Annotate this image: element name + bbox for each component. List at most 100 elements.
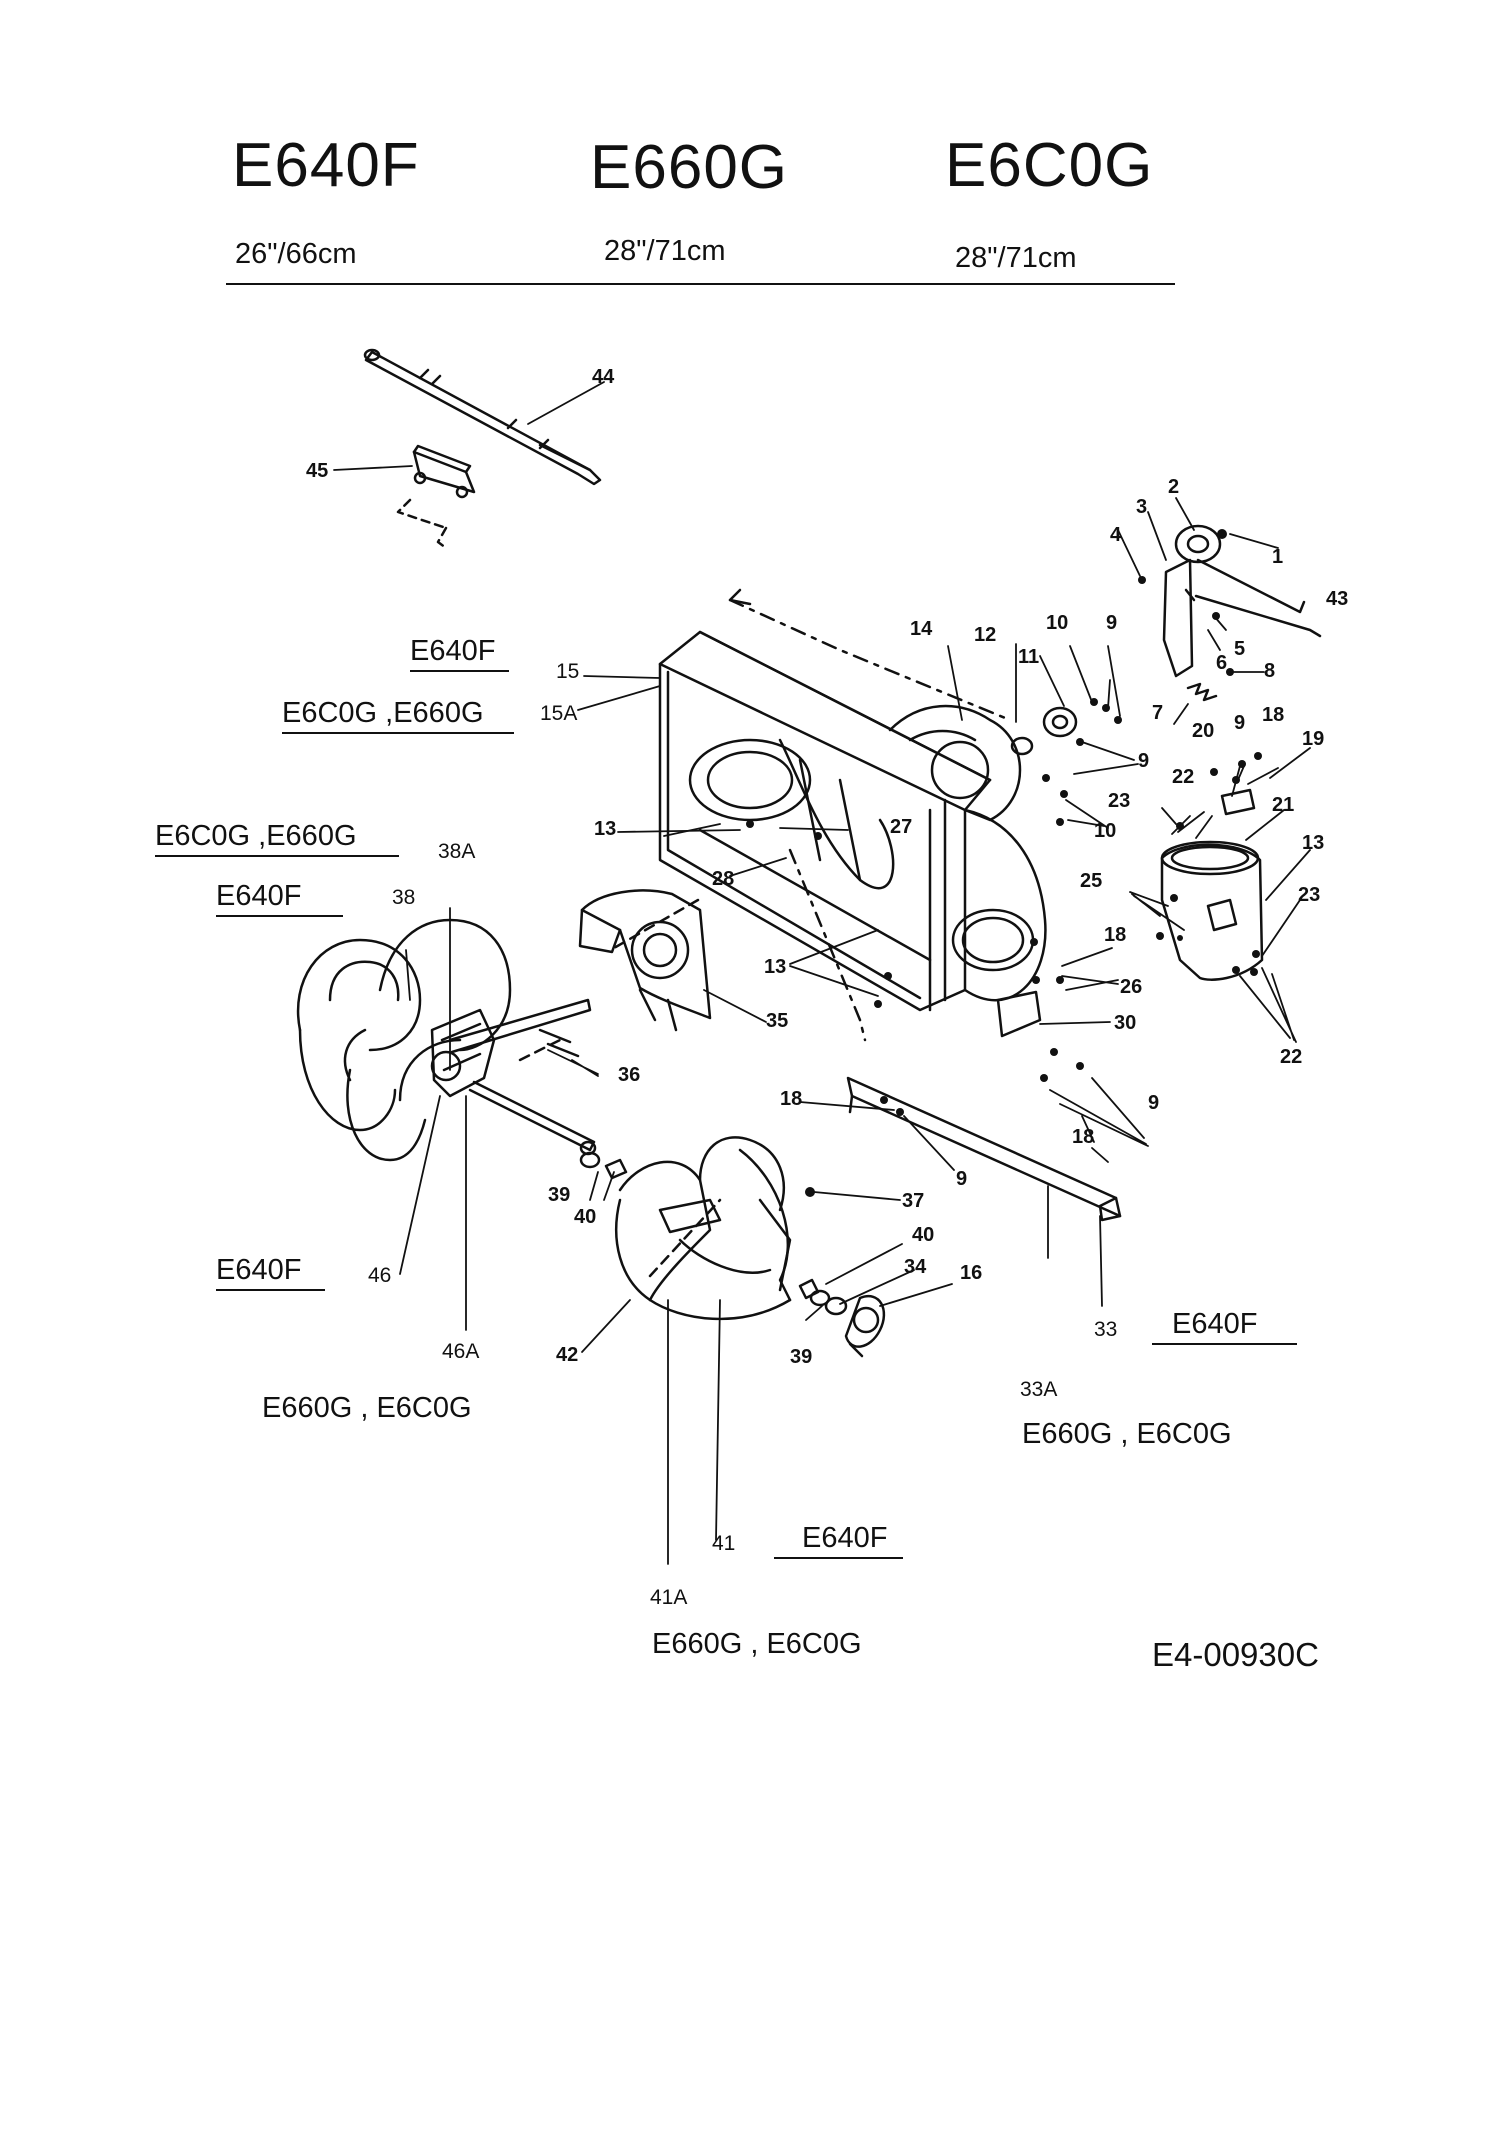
callout-14: 14 — [910, 618, 933, 640]
callout-15a: 15A — [540, 702, 578, 725]
callout-13-lower: 13 — [764, 956, 787, 978]
callout-38: 38 — [392, 886, 416, 909]
callout-20: 20 — [1192, 720, 1215, 742]
label-e640f-part-33: E640F — [1152, 1308, 1298, 1345]
callout-9-top: 9 — [1106, 612, 1118, 634]
auger-spiral-part-41 — [615, 1136, 792, 1321]
bracket-part-45 — [396, 444, 476, 550]
scraper-bar-part-33 — [846, 1076, 1122, 1222]
callout-33: 33 — [1094, 1318, 1118, 1341]
idler-bracket-part-3 — [1162, 524, 1306, 678]
auger-housing-part-15 — [658, 630, 1047, 1012]
label-e660g-e6c0g-part-46a: E660G , E6C0G — [262, 1392, 472, 1424]
label-e660g-e6c0g-part-41a: E660G , E6C0G — [652, 1628, 862, 1660]
callout-39-right: 39 — [790, 1346, 813, 1368]
callout-40-left: 40 — [574, 1206, 597, 1228]
chute-bracket-part-20 — [1220, 788, 1256, 816]
callout-37: 37 — [902, 1190, 925, 1212]
callout-9-right: 9 — [1138, 750, 1150, 772]
bracket-part-30 — [996, 990, 1042, 1038]
callout-36: 36 — [618, 1064, 641, 1086]
callout-33a: 33A — [1020, 1378, 1058, 1401]
auger-spiral-part-38 — [296, 918, 512, 1162]
callout-30: 30 — [1114, 1012, 1137, 1034]
callout-27: 27 — [890, 816, 913, 838]
callout-26: 26 — [1120, 976, 1143, 998]
model-title-e640f: E640F — [232, 131, 420, 200]
callout-10-lower: 10 — [1094, 820, 1117, 842]
drive-shaft-part-44 — [363, 348, 602, 486]
callout-38a: 38A — [438, 840, 476, 863]
callout-13-housing: 13 — [594, 818, 617, 840]
bearing-part-16 — [844, 1295, 886, 1358]
washer-39-left — [579, 1151, 601, 1169]
callout-16: 16 — [960, 1262, 983, 1284]
callout-1: 1 — [1272, 546, 1284, 568]
callout-10-top: 10 — [1046, 612, 1069, 634]
label-e660g-e6c0g-part-33a: E660G , E6C0G — [1022, 1418, 1232, 1450]
callout-11: 11 — [1018, 646, 1040, 668]
callout-9-lower: 9 — [1148, 1092, 1160, 1114]
callout-46a: 46A — [442, 1340, 480, 1363]
callout-45: 45 — [306, 460, 329, 482]
callout-9-bar: 9 — [956, 1168, 968, 1190]
auger-shaft — [448, 998, 597, 1156]
callout-13-chute: 13 — [1302, 832, 1325, 854]
label-e6c0g-e660g-part-38a: E6C0G ,E660G — [155, 820, 399, 857]
callout-22-bottom: 22 — [1280, 1046, 1303, 1068]
diagram-reference-number: E4-00930C — [1152, 1636, 1319, 1673]
leader-lines — [333, 381, 1311, 1565]
spring-part-7 — [1186, 682, 1218, 702]
callout-2: 2 — [1168, 476, 1180, 498]
gearbox-part-46 — [430, 1008, 496, 1098]
callout-41a: 41A — [650, 1586, 688, 1609]
header-rule — [226, 283, 1175, 285]
callout-4: 4 — [1110, 524, 1122, 546]
chute-base-part-21 — [1160, 840, 1264, 981]
callout-12: 12 — [974, 624, 997, 646]
callout-5: 5 — [1234, 638, 1246, 660]
label-e640f-part-46: E640F — [216, 1254, 326, 1291]
callout-7: 7 — [1152, 702, 1164, 724]
callout-23-right: 23 — [1298, 884, 1321, 906]
label-e640f-part-15: E640F — [410, 635, 510, 672]
callout-34: 34 — [904, 1256, 927, 1278]
callout-46: 46 — [368, 1264, 392, 1287]
callout-18-chute: 18 — [1262, 704, 1285, 726]
callout-43: 43 — [1326, 588, 1349, 610]
size-e6c0g: 28"/71cm — [955, 242, 1077, 274]
callout-3: 3 — [1136, 496, 1148, 518]
label-e640f-part-38: E640F — [216, 880, 344, 917]
nut-40-right — [798, 1278, 820, 1300]
callout-18-bar: 18 — [780, 1088, 803, 1110]
callout-8: 8 — [1264, 660, 1276, 682]
callout-15: 15 — [556, 660, 580, 683]
callout-6: 6 — [1216, 652, 1228, 674]
callout-22-top: 22 — [1172, 766, 1195, 788]
cable-part-43 — [1194, 594, 1322, 638]
hardware-dots — [746, 529, 1262, 1197]
label-e6c0g-e660g-part-15a: E6C0G ,E660G — [282, 697, 514, 734]
spacer-34 — [824, 1296, 848, 1316]
callout-18-housing: 18 — [1104, 924, 1127, 946]
callout-40-right: 40 — [912, 1224, 935, 1246]
callout-23-top: 23 — [1108, 790, 1131, 812]
callout-25: 25 — [1080, 870, 1103, 892]
callout-28: 28 — [712, 868, 735, 890]
washer-39-right — [809, 1289, 831, 1307]
callout-21: 21 — [1272, 794, 1295, 816]
callout-18-lower: 18 — [1072, 1126, 1095, 1148]
size-e640f: 26"/66cm — [235, 238, 357, 270]
model-title-e660g: E660G — [590, 133, 789, 202]
size-e660g: 28"/71cm — [604, 235, 726, 267]
impeller-part-35 — [578, 889, 712, 1032]
callout-41: 41 — [712, 1532, 736, 1555]
callout-44: 44 — [592, 366, 615, 388]
label-e640f-part-41: E640F — [774, 1522, 904, 1559]
callout-35: 35 — [766, 1010, 789, 1032]
model-title-e6c0g: E6C0G — [945, 131, 1154, 200]
nut-40-left — [604, 1158, 628, 1180]
callout-9-chute: 9 — [1234, 712, 1246, 734]
